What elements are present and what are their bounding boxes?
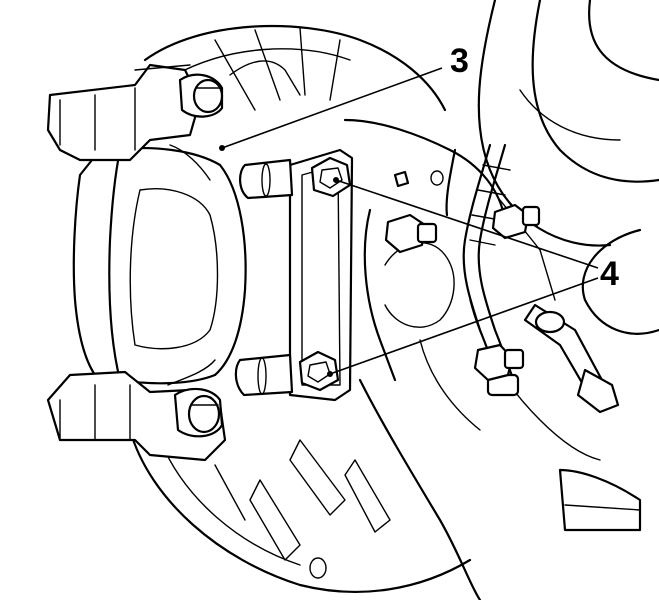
tie-rod-end — [523, 303, 620, 414]
suspension-strut — [477, 0, 659, 532]
callout-3: 3 — [219, 42, 469, 151]
brake-caliper — [46, 63, 247, 462]
callout-4: 4 — [327, 177, 619, 377]
callout-4-label: 4 — [600, 255, 619, 293]
steering-knuckle — [343, 118, 601, 600]
callout-3-label: 3 — [450, 42, 469, 80]
bracket-bolt-lower — [298, 350, 340, 392]
brake-disc — [128, 24, 472, 593]
knuckle-nuts — [384, 170, 541, 382]
